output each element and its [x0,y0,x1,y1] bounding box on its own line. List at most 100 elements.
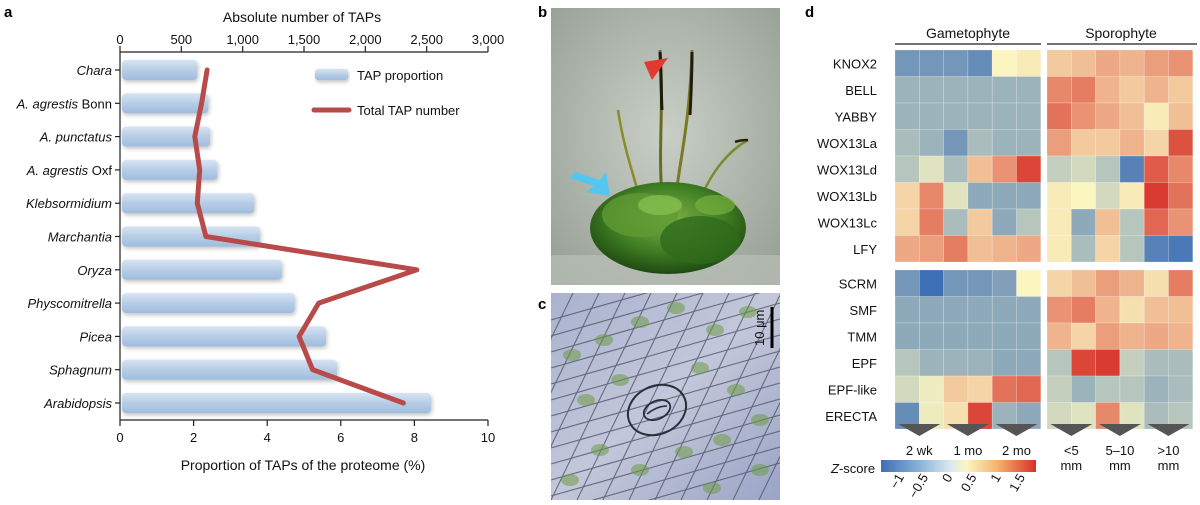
heatmap-cell-gametophyte [1016,49,1042,77]
heatmap-cell-sporophyte [1071,349,1096,377]
heatmap-cell-sporophyte [1095,322,1121,350]
heatmap-cell-sporophyte [1071,375,1096,403]
stage-triangle [1147,424,1190,436]
legend-label-line: Total TAP number [357,103,460,118]
bar [122,326,327,347]
heatmap-cell-gametophyte [943,182,969,210]
heatmap-cell-gametophyte [991,235,1017,263]
sporophyte-stage-label: mm [1060,458,1082,473]
heatmap-cell-sporophyte [1046,129,1072,157]
top-tick-label: 2,500 [410,32,443,47]
top-tick-label: 1,500 [288,32,321,47]
colorbar-tick-label: 0 [939,471,956,485]
heatmap-cell-sporophyte [1095,49,1121,77]
heatmap-cell-gametophyte [918,375,944,403]
heatmap-cell-sporophyte [1095,349,1121,377]
heatmap-cell-gametophyte [894,76,920,104]
gene-label: SCRM [839,276,877,291]
heatmap-cell-gametophyte [894,102,920,130]
heatmap-cell-gametophyte [918,235,944,263]
stage-triangle [995,424,1038,436]
heatmap-cell-sporophyte [1046,155,1072,183]
heatmap-cell-gametophyte [918,76,944,104]
heatmap-cell-gametophyte [894,322,920,350]
heatmap-cell-sporophyte [1119,349,1145,377]
heatmap-cell-sporophyte [1095,76,1121,104]
heatmap-cell-sporophyte [1095,208,1121,236]
heatmap-cell-gametophyte [918,349,944,377]
gene-label: YABBY [835,109,878,124]
heatmap-cell-gametophyte [967,235,993,263]
group-label-sporophyte: Sporophyte [1085,25,1157,41]
heatmap-cell-gametophyte [943,375,969,403]
colorbar [881,460,1036,472]
heatmap-cell-sporophyte [1168,375,1194,403]
heatmap-cell-sporophyte [1143,375,1169,403]
heatmap-cell-sporophyte [1168,102,1194,130]
gene-label: LFY [853,242,877,257]
bottom-tick-label: 0 [116,430,123,445]
heatmap-cell-gametophyte [894,155,920,183]
panel-letter-d: d [805,4,814,21]
colorbar-tick-label: −0.5 [905,471,931,501]
heatmap-cell-gametophyte [1016,155,1042,183]
heatmap-cell-sporophyte [1143,269,1169,297]
top-tick-label: 0 [116,32,123,47]
heatmap-cell-sporophyte [1168,129,1194,157]
bottom-tick-label: 10 [481,430,495,445]
heatmap-cell-sporophyte [1168,269,1194,297]
top-tick-label: 2,000 [349,32,382,47]
heatmap-cell-gametophyte [918,208,944,236]
heatmap-cell-gametophyte [1016,375,1042,403]
heatmap-cell-sporophyte [1071,182,1096,210]
heatmap-cell-gametophyte [943,155,969,183]
heatmap-cell-sporophyte [1071,76,1096,104]
heatmap-cell-gametophyte [967,102,993,130]
gametophyte-stage-label: 2 mo [1002,443,1031,458]
category-label: Chara [77,63,112,78]
heatmap-cell-gametophyte [991,269,1017,297]
heatmap-cell-gametophyte [967,155,993,183]
bar [122,359,338,380]
heatmap-cell-gametophyte [943,349,969,377]
legend: TAP proportion Total TAP number [311,68,460,118]
total-tap-number-line [192,67,420,406]
bottom-axis-label: Proportion of TAPs of the proteome (%) [181,457,426,473]
heatmap-cell-gametophyte [943,296,969,324]
colorbar-tick-label: 1 [987,471,1004,485]
heatmap-cell-sporophyte [1143,182,1169,210]
heatmap-cell-gametophyte [991,296,1017,324]
heatmap-cell-sporophyte [1046,375,1072,403]
heatmap-cell-sporophyte [1119,155,1145,183]
heatmap-cell-sporophyte [1046,296,1072,324]
category-label: Picea [79,329,112,344]
heatmap-cell-sporophyte [1143,129,1169,157]
heatmap-cell-sporophyte [1071,322,1096,350]
heatmap-cell-gametophyte [943,269,969,297]
heatmap-cell-sporophyte [1046,208,1072,236]
heatmap-cell-sporophyte [1143,296,1169,324]
heatmap-cell-gametophyte [967,76,993,104]
heatmap-cell-sporophyte [1095,269,1121,297]
gene-label: TMM [847,329,877,344]
heatmap-cell-gametophyte [894,375,920,403]
bottom-tick-label: 4 [264,430,271,445]
heatmap-cell-gametophyte [943,76,969,104]
bar [122,60,198,80]
bar [122,193,255,214]
panel-letter-c: c [538,296,546,313]
panel-letter-b: b [538,4,547,21]
sporophyte-stage-label: <5 [1064,443,1079,458]
top-tick-label: 500 [170,32,192,47]
heatmap-cell-sporophyte [1046,182,1072,210]
stage-triangle [946,424,989,436]
gene-label: WOX13Ld [817,162,877,177]
heatmap-cell-gametophyte [918,102,944,130]
heatmap-cell-sporophyte [1143,49,1169,77]
heatmap-cell-sporophyte [1119,208,1145,236]
heatmap-cell-gametophyte [967,49,993,77]
heatmap-cell-sporophyte [1143,208,1169,236]
